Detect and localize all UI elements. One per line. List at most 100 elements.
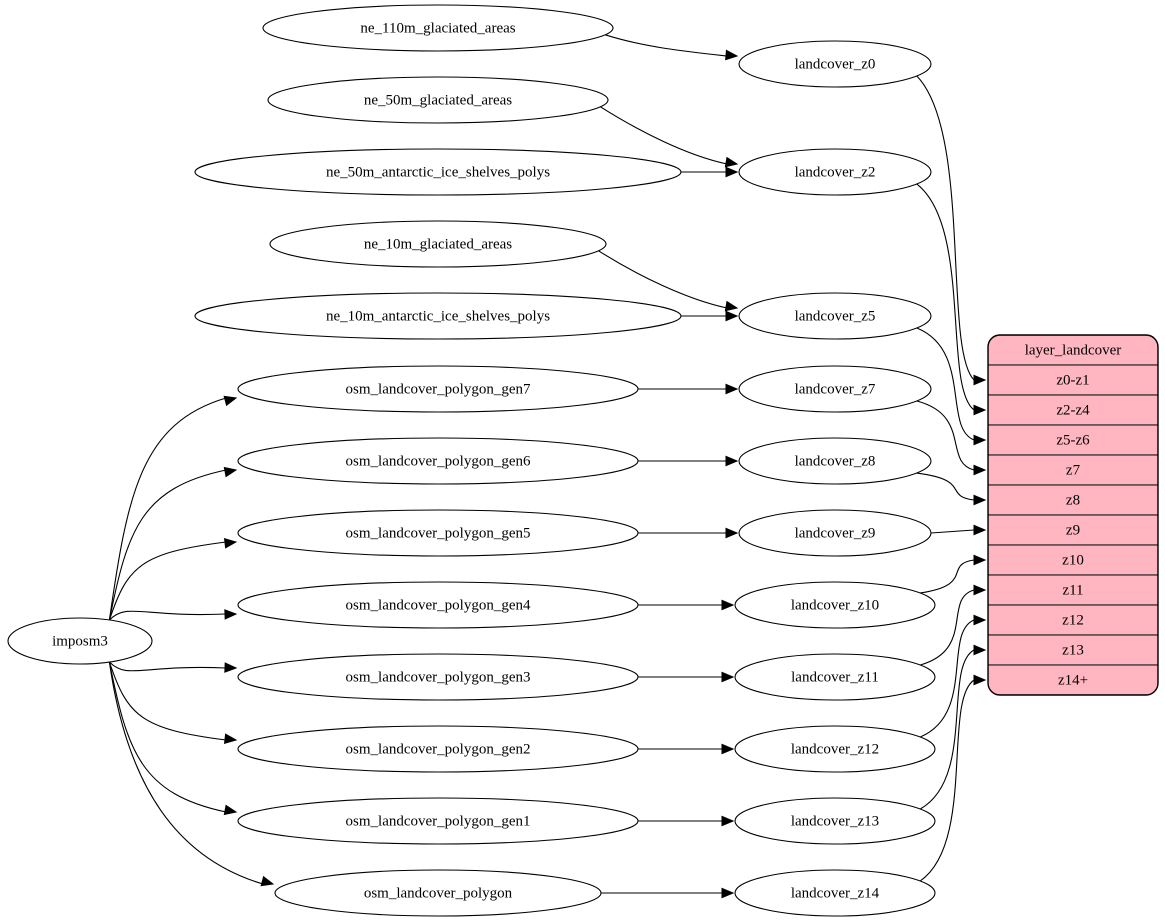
edge-arrowhead: [224, 662, 238, 673]
node-label: ne_50m_antarctic_ice_shelves_polys: [326, 164, 550, 180]
edge-landcover_z10-to-z10: [920, 559, 975, 594]
edge-ne_110m_glaciated_areas-to-landcover_z0: [605, 34, 728, 57]
edge-landcover_z12-to-z12: [920, 619, 975, 738]
osm-node-ellipse[interactable]: [237, 581, 639, 629]
edge-imposm3-to-osm_landcover_polygon_gen3: [109, 661, 227, 672]
node-label: landcover_z9: [795, 525, 876, 541]
table-layer: layer_landcoverz0-z1z2-z4z5-z6z7z8z9z10z…: [987, 334, 1159, 696]
edge-arrowhead: [721, 887, 735, 899]
node-landcover_z14[interactable]: landcover_z14: [734, 869, 936, 917]
node-landcover_z10[interactable]: landcover_z10: [734, 581, 936, 629]
edge-arrowhead: [223, 395, 238, 407]
table-row[interactable]: [988, 514, 1158, 546]
osm-node-ellipse[interactable]: [237, 365, 639, 413]
edge-arrowhead: [973, 674, 987, 686]
table-row-label: z10: [1062, 552, 1084, 568]
node-label: ne_110m_glaciated_areas: [360, 20, 515, 36]
node-ne_10m_antarctic_ice_shelves_polys[interactable]: ne_10m_antarctic_ice_shelves_polys: [194, 292, 682, 340]
node-ne_10m_glaciated_areas[interactable]: ne_10m_glaciated_areas: [269, 220, 607, 268]
landcover-node-ellipse[interactable]: [734, 581, 936, 629]
edge-imposm3-to-osm_landcover_polygon_gen1: [108, 661, 227, 813]
natural-earth-node-ellipse[interactable]: [269, 220, 607, 268]
natural-earth-node-ellipse[interactable]: [194, 148, 682, 196]
landcover-node-ellipse[interactable]: [738, 437, 932, 485]
node-ne_110m_glaciated_areas[interactable]: ne_110m_glaciated_areas: [262, 4, 614, 52]
node-landcover_z8[interactable]: landcover_z8: [738, 437, 932, 485]
natural-earth-node-ellipse[interactable]: [267, 76, 609, 124]
landcover-node-ellipse[interactable]: [734, 653, 936, 701]
node-osm_landcover_polygon_gen1[interactable]: osm_landcover_polygon_gen1: [237, 797, 639, 845]
node-ne_50m_antarctic_ice_shelves_polys[interactable]: ne_50m_antarctic_ice_shelves_polys: [194, 148, 682, 196]
edge-ne_50m_glaciated_areas-to-landcover_z2: [600, 106, 728, 165]
table-row[interactable]: [988, 604, 1158, 636]
node-label: landcover_z12: [791, 741, 879, 757]
osm-node-ellipse[interactable]: [237, 797, 639, 845]
node-label: ne_10m_antarctic_ice_shelves_polys: [326, 308, 550, 324]
node-landcover_z13[interactable]: landcover_z13: [734, 797, 936, 845]
osm-node-ellipse[interactable]: [237, 725, 639, 773]
landcover-node-ellipse[interactable]: [738, 148, 932, 196]
node-osm_landcover_polygon_gen4[interactable]: osm_landcover_polygon_gen4: [237, 581, 639, 629]
osm-node-ellipse[interactable]: [237, 509, 639, 557]
node-ne_50m_glaciated_areas[interactable]: ne_50m_glaciated_areas: [267, 76, 609, 124]
table-row-label: z9: [1066, 522, 1080, 538]
node-osm_landcover_polygon_gen3[interactable]: osm_landcover_polygon_gen3: [237, 653, 639, 701]
node-landcover_z7[interactable]: landcover_z7: [738, 365, 932, 413]
node-landcover_z12[interactable]: landcover_z12: [734, 725, 936, 773]
edge-arrowhead: [973, 494, 987, 506]
natural-earth-node-ellipse[interactable]: [194, 292, 682, 340]
node-label: imposm3: [52, 633, 108, 649]
table-row-label: z8: [1066, 492, 1080, 508]
table-row-label: z7: [1066, 462, 1081, 478]
edge-landcover_z9-to-z9: [930, 529, 975, 534]
table-row[interactable]: [988, 664, 1158, 695]
edge-arrowhead: [973, 584, 987, 596]
osm-node-ellipse[interactable]: [237, 653, 639, 701]
node-osm_landcover_polygon_gen2[interactable]: osm_landcover_polygon_gen2: [237, 725, 639, 773]
node-label: landcover_z8: [795, 453, 876, 469]
node-landcover_z0[interactable]: landcover_z0: [738, 40, 932, 88]
edge-arrowhead: [721, 671, 735, 683]
natural-earth-node-ellipse[interactable]: [262, 4, 614, 52]
landcover-node-ellipse[interactable]: [738, 40, 932, 88]
landcover-node-ellipse[interactable]: [734, 797, 936, 845]
edge-arrowhead: [973, 374, 987, 386]
node-osm_landcover_polygon[interactable]: osm_landcover_polygon: [274, 869, 602, 917]
table-row[interactable]: [988, 424, 1158, 456]
landcover-node-ellipse[interactable]: [734, 869, 936, 917]
node-landcover_z5[interactable]: landcover_z5: [738, 292, 932, 340]
table-row-label: z14+: [1058, 672, 1088, 688]
node-osm_landcover_polygon_gen6[interactable]: osm_landcover_polygon_gen6: [237, 437, 639, 485]
source-node-ellipse[interactable]: [7, 617, 153, 665]
table-row[interactable]: [988, 484, 1158, 516]
node-osm_landcover_polygon_gen5[interactable]: osm_landcover_polygon_gen5: [237, 509, 639, 557]
landcover-node-ellipse[interactable]: [734, 725, 936, 773]
osm-node-ellipse[interactable]: [274, 869, 602, 917]
edge-arrowhead: [973, 614, 987, 626]
edge-arrowhead: [223, 733, 238, 745]
node-label: osm_landcover_polygon_gen6: [346, 453, 531, 469]
node-landcover_z11[interactable]: landcover_z11: [734, 653, 936, 701]
edge-landcover_z11-to-z11: [920, 589, 975, 666]
edge-imposm3-to-osm_landcover_polygon_gen4: [109, 610, 227, 621]
node-osm_landcover_polygon_gen7[interactable]: osm_landcover_polygon_gen7: [237, 365, 639, 413]
edge-imposm3-to-osm_landcover_polygon_gen5: [108, 541, 227, 621]
edge-arrowhead: [724, 300, 739, 312]
node-label: landcover_z11: [791, 669, 879, 685]
landcover-node-ellipse[interactable]: [738, 292, 932, 340]
landcover-node-ellipse[interactable]: [738, 365, 932, 413]
edge-arrowhead: [973, 434, 987, 446]
node-landcover_z9[interactable]: landcover_z9: [738, 509, 932, 557]
layer-landcover-table: layer_landcoverz0-z1z2-z4z5-z6z7z8z9z10z…: [988, 335, 1158, 695]
landcover-node-ellipse[interactable]: [738, 509, 932, 557]
edge-arrowhead: [973, 404, 987, 416]
node-imposm3[interactable]: imposm3: [7, 617, 153, 665]
node-label: landcover_z14: [791, 885, 880, 901]
table-row-label: z5-z6: [1056, 432, 1090, 448]
table-row[interactable]: [988, 544, 1158, 576]
osm-node-ellipse[interactable]: [237, 437, 639, 485]
edge-arrowhead: [973, 644, 987, 656]
node-landcover_z2[interactable]: landcover_z2: [738, 148, 932, 196]
edges-layer: [108, 34, 987, 899]
edge-arrowhead: [721, 599, 735, 611]
